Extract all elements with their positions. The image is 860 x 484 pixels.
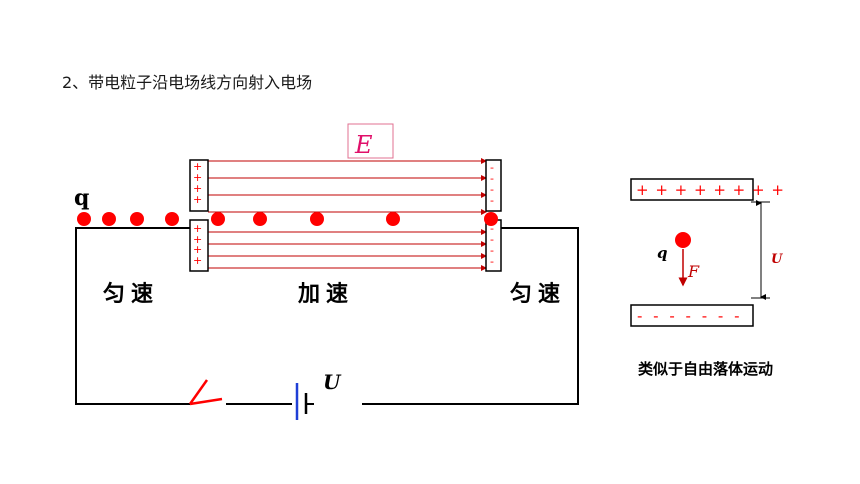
slide-title: 2、带电粒子沿电场线方向射入电场 (62, 73, 313, 92)
battery (295, 383, 308, 420)
right-plate-signs: -------- (490, 161, 494, 268)
force-label: F (687, 262, 700, 281)
minus-sign: - (490, 233, 494, 246)
plus-sign: + (193, 222, 202, 235)
analogy-bottom-plate (630, 304, 754, 327)
minus-sign: - (490, 172, 494, 185)
field-label-box (347, 123, 394, 159)
particle (253, 212, 267, 226)
region-label-right: 匀速 (510, 281, 566, 307)
left-plate-signs: ++++++++ (193, 160, 202, 267)
field-lines (208, 158, 487, 271)
region-label-left: 匀速 (103, 281, 159, 307)
minus-sign: - (490, 183, 494, 196)
analogy-charge-label: q (657, 244, 668, 262)
particles (77, 212, 498, 226)
right-plate (485, 159, 502, 272)
circuit-wire (75, 227, 579, 405)
analogy-caption: 类似于自由落体运动 (638, 360, 773, 378)
analogy-top-plate-signs: + + + + + + + + (636, 181, 785, 199)
analogy-voltage-label: U (771, 252, 783, 267)
analogy-bottom-plate-signs: - - - - - - - (637, 307, 743, 325)
minus-sign: - (490, 244, 494, 257)
field-label: E (354, 131, 373, 159)
particle (102, 212, 116, 226)
plus-sign: + (193, 171, 202, 184)
plus-sign: + (193, 182, 202, 195)
minus-sign: - (490, 255, 494, 268)
analogy-top-plate (630, 178, 754, 201)
particle (484, 212, 498, 226)
open-switch (188, 379, 223, 406)
plus-sign: + (193, 233, 202, 246)
left-plate (189, 159, 209, 272)
plus-sign: + (193, 193, 202, 206)
particle (130, 212, 144, 226)
minus-sign: - (490, 194, 494, 207)
minus-sign: - (490, 161, 494, 174)
plus-sign: + (193, 243, 202, 256)
minus-sign: - (490, 222, 494, 235)
particle (77, 212, 91, 226)
plus-sign: + (193, 254, 202, 267)
particle (165, 212, 179, 226)
particle (310, 212, 324, 226)
battery-voltage-label: U (323, 370, 342, 394)
plus-sign: + (193, 160, 202, 173)
particle (211, 212, 225, 226)
charge-label: q (74, 185, 89, 211)
particle (386, 212, 400, 226)
analogy-particle (675, 232, 691, 248)
region-label-middle: 加速 (297, 281, 354, 307)
